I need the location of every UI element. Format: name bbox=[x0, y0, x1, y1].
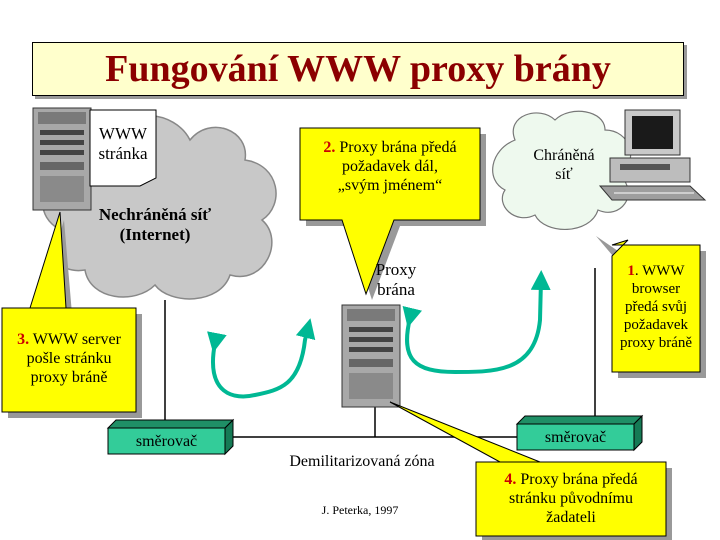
proxy-label-line2: brána bbox=[377, 280, 415, 300]
router-left-shape bbox=[106, 418, 235, 456]
callout-4-line3: žadateli bbox=[546, 509, 596, 527]
router-left-label: směrovač bbox=[135, 433, 198, 450]
callout-3-line2: pošle stránku bbox=[26, 350, 112, 368]
webpage-label: WWW stránka bbox=[90, 124, 156, 165]
callout-3-line1: WWW server bbox=[29, 331, 121, 348]
router-right-label: směrovač bbox=[544, 429, 607, 446]
callout-1-line3: předá svůj bbox=[624, 299, 688, 315]
protected-net-label: Chráněná síť bbox=[508, 146, 620, 184]
protected-net-line1: Chráněná bbox=[533, 147, 595, 164]
router-right-shape bbox=[515, 414, 644, 452]
callout-2-shape bbox=[299, 127, 486, 300]
protected-net-line2: síť bbox=[555, 166, 573, 184]
author-label: J. Peterka, 1997 bbox=[321, 503, 399, 517]
unprotected-net-line1: Nechráněná síť bbox=[98, 205, 212, 224]
callout-2-line2: požadavek dál, bbox=[342, 158, 438, 176]
callout-1-shape bbox=[596, 236, 706, 378]
proxy-label: Proxy brána bbox=[358, 260, 434, 301]
callout-2-text: 2. Proxy brána předá požadavek dál, „svý… bbox=[300, 138, 480, 196]
webpage-label-line2: stránka bbox=[98, 144, 148, 164]
protected-cloud bbox=[492, 110, 632, 230]
callout-2-line3: „svým jménem“ bbox=[337, 177, 443, 195]
webpage-label-line1: WWW bbox=[98, 124, 148, 143]
web-server-icon bbox=[32, 107, 92, 211]
callout-4-shape bbox=[389, 401, 672, 540]
unprotected-net-label: Nechráněná síť (Internet) bbox=[60, 205, 250, 246]
callout-2-number: 2. bbox=[323, 139, 336, 156]
callout-4-number: 4. bbox=[504, 471, 517, 488]
callout-1-line4: požadavek bbox=[623, 317, 689, 333]
callout-1-number: 1 bbox=[627, 263, 635, 279]
callout-1-text: 1. WWW browser předá svůj požadavek prox… bbox=[612, 262, 700, 352]
callout-3-text: 3. WWW server pošle stránku proxy bráně bbox=[2, 330, 136, 388]
title-box: Fungování WWW proxy brány bbox=[32, 42, 684, 96]
callout-3-line3: proxy bráně bbox=[30, 369, 108, 387]
client-computer-icon bbox=[598, 109, 707, 201]
webpage-document-icon bbox=[89, 109, 157, 187]
dmz-label: Demilitarizovaná zóna bbox=[289, 453, 435, 470]
callout-1-line5: proxy bráně bbox=[619, 335, 693, 351]
unprotected-net-line2: (Internet) bbox=[119, 225, 191, 245]
callout-1-line1: . WWW bbox=[634, 263, 685, 279]
flow-arrows bbox=[207, 270, 551, 399]
diagram-title: Fungování WWW proxy brány bbox=[105, 48, 611, 90]
callout-3-shape bbox=[1, 211, 142, 418]
proxy-server-icon bbox=[341, 304, 401, 408]
callout-2-line1: Proxy brána předá bbox=[335, 139, 457, 156]
callout-4-line2: stránku původnímu bbox=[509, 490, 633, 508]
callout-4-line1: Proxy brána předá bbox=[516, 471, 638, 488]
callout-1-line2: browser bbox=[631, 281, 681, 297]
callout-3-number: 3. bbox=[17, 331, 30, 348]
callout-4-text: 4. Proxy brána předá stránku původnímu ž… bbox=[476, 470, 666, 528]
proxy-label-line1: Proxy bbox=[375, 260, 417, 279]
